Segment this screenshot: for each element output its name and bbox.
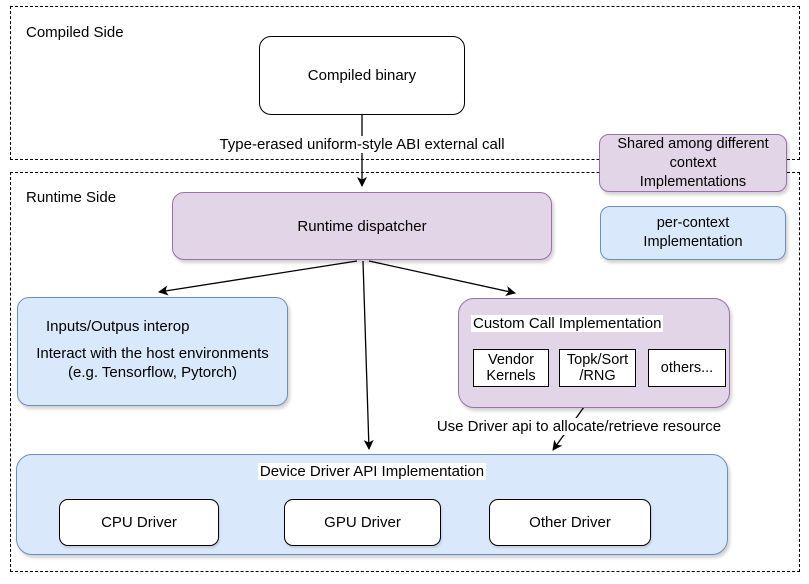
- driver-item-gpu: GPU Driver: [284, 499, 441, 546]
- legend-shared-context: Shared among different context Implement…: [599, 134, 787, 192]
- io-interop-node: Inputs/Outpus interop Interact with the …: [17, 297, 288, 406]
- compiled-binary-node: Compiled binary: [259, 36, 465, 115]
- compiled-side-label: Compiled Side: [26, 24, 124, 41]
- driver-api-note: Use Driver api to allocate/retrieve reso…: [420, 418, 738, 435]
- arrow-dispatcher-to-customcall: [368, 260, 516, 296]
- io-interop-title: Inputs/Outpus interop: [46, 318, 190, 335]
- compiled-binary-label: Compiled binary: [307, 67, 417, 84]
- compiled-side-region: [10, 6, 800, 160]
- arrow-dispatcher-to-device: [362, 260, 374, 450]
- runtime-dispatcher-node: Runtime dispatcher: [172, 192, 552, 260]
- driver-item-cpu: CPU Driver: [59, 499, 219, 546]
- io-interop-description: Interact with the host environments (e.g…: [36, 345, 269, 381]
- legend-per-context: per-context Implementation: [600, 206, 786, 260]
- custom-call-item-vendor-kernels: Vendor Kernels: [473, 349, 549, 387]
- device-driver-title: Device Driver API Implementation: [257, 463, 487, 480]
- runtime-side-label: Runtime Side: [26, 189, 117, 206]
- arrow-dispatcher-to-io: [158, 260, 358, 296]
- custom-call-item-others: others...: [648, 349, 726, 387]
- legend-per-context-label: per-context Implementation: [643, 215, 743, 250]
- legend-shared-label: Shared among different context Implement…: [617, 135, 769, 190]
- device-driver-node: Device Driver API Implementation CPU Dri…: [16, 454, 728, 555]
- custom-call-item-topk-sort-rng: Topk/Sort /RNG: [559, 349, 636, 387]
- driver-item-other: Other Driver: [489, 499, 651, 546]
- runtime-dispatcher-label: Runtime dispatcher: [297, 217, 427, 235]
- runtime-side-region: [10, 172, 800, 572]
- custom-call-node: Custom Call Implementation Vendor Kernel…: [458, 298, 730, 408]
- abi-call-edge-label: Type-erased uniform-style ABI external c…: [170, 136, 554, 153]
- custom-call-title: Custom Call Implementation: [471, 315, 664, 332]
